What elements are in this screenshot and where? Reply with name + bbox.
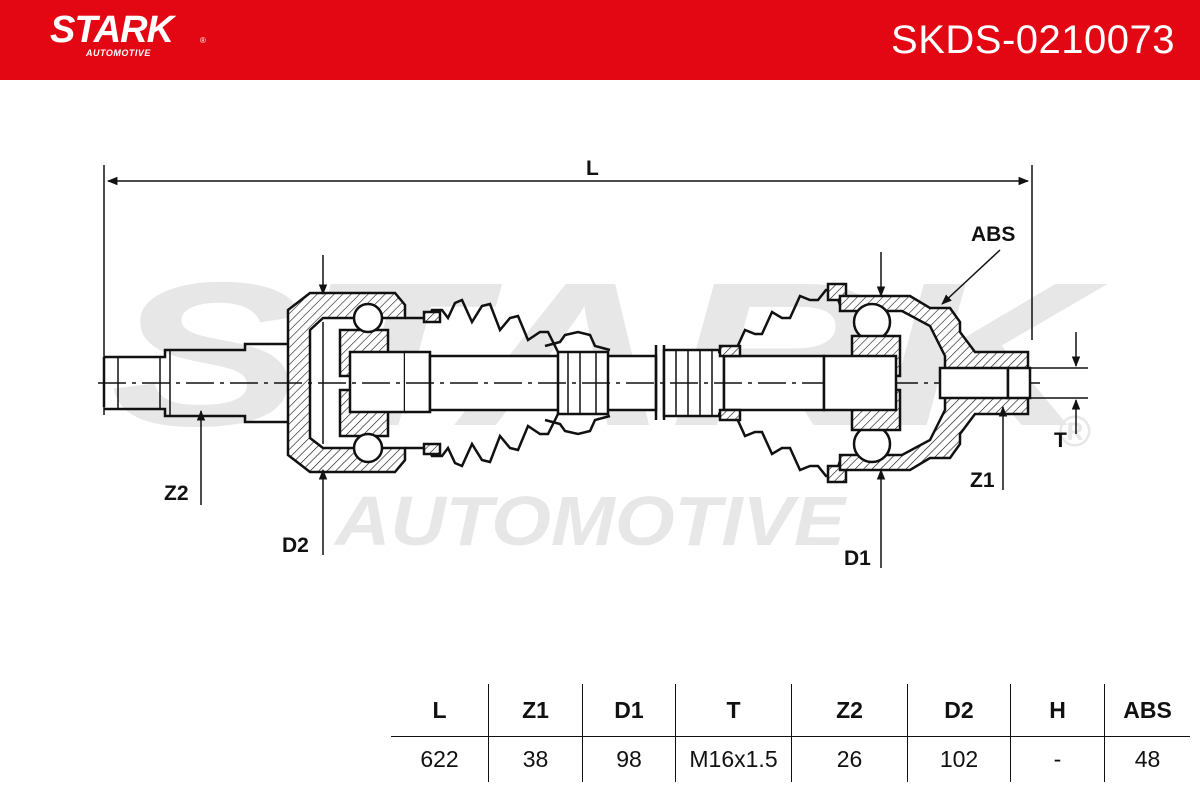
outer-joint xyxy=(822,294,1032,472)
header-bar: STARK ® AUTOMOTIVE SKDS-0210073 xyxy=(0,0,1200,80)
stark-logo: STARK ® AUTOMOTIVE xyxy=(50,9,206,58)
label-D2: D2 xyxy=(282,534,309,557)
logo-brand-sub: AUTOMOTIVE xyxy=(86,48,151,58)
spec-value-row: 622 38 98 M16x1.5 26 102 - 48 xyxy=(391,736,1190,782)
watermark-automotive: AUTOMOTIVE xyxy=(333,482,848,560)
spec-header-row: L Z1 D1 T Z2 D2 H ABS xyxy=(391,684,1190,737)
spec-value: 26 xyxy=(791,736,908,782)
spec-header: ABS xyxy=(1104,684,1190,737)
label-Z2: Z2 xyxy=(164,482,189,505)
label-T: T xyxy=(1054,429,1067,452)
spec-value: 622 xyxy=(391,736,489,782)
label-D1: D1 xyxy=(844,547,871,570)
dimension-ABS: ABS xyxy=(941,223,1015,305)
spec-value: 98 xyxy=(582,736,676,782)
spec-header: Z1 xyxy=(488,684,583,737)
spec-value: M16x1.5 xyxy=(675,736,792,782)
spec-header: Z2 xyxy=(791,684,908,737)
spec-value: 48 xyxy=(1104,736,1190,782)
dimension-D2: D2 xyxy=(282,255,328,557)
inner-boot xyxy=(405,298,611,468)
spec-header: D2 xyxy=(907,684,1011,737)
logo-brand: STARK xyxy=(50,9,174,51)
watermark-registered-mark: ® xyxy=(1058,407,1091,456)
label-Z1: Z1 xyxy=(970,469,995,492)
logo-registered-mark: ® xyxy=(200,36,206,45)
spec-value: 102 xyxy=(907,736,1011,782)
driveshaft-diagram: STARK AUTOMOTIVE ® L xyxy=(98,157,1108,570)
spec-header: H xyxy=(1010,684,1105,737)
dimension-D1: D1 xyxy=(844,252,886,570)
label-L: L xyxy=(586,157,599,180)
spec-header: D1 xyxy=(582,684,676,737)
label-ABS: ABS xyxy=(971,223,1015,246)
dimension-Z1: Z1 xyxy=(970,405,1008,492)
spec-header: T xyxy=(675,684,792,737)
spec-table: L Z1 D1 T Z2 D2 H ABS 622 38 98 M16x1.5 … xyxy=(389,682,1192,784)
spec-header: L xyxy=(391,684,489,737)
spec-value: - xyxy=(1010,736,1105,782)
dimension-Z2: Z2 xyxy=(164,409,206,505)
part-number: SKDS-0210073 xyxy=(891,18,1175,62)
dimension-T: T xyxy=(1030,332,1088,452)
inner-joint xyxy=(102,291,432,474)
spec-value: 38 xyxy=(488,736,583,782)
